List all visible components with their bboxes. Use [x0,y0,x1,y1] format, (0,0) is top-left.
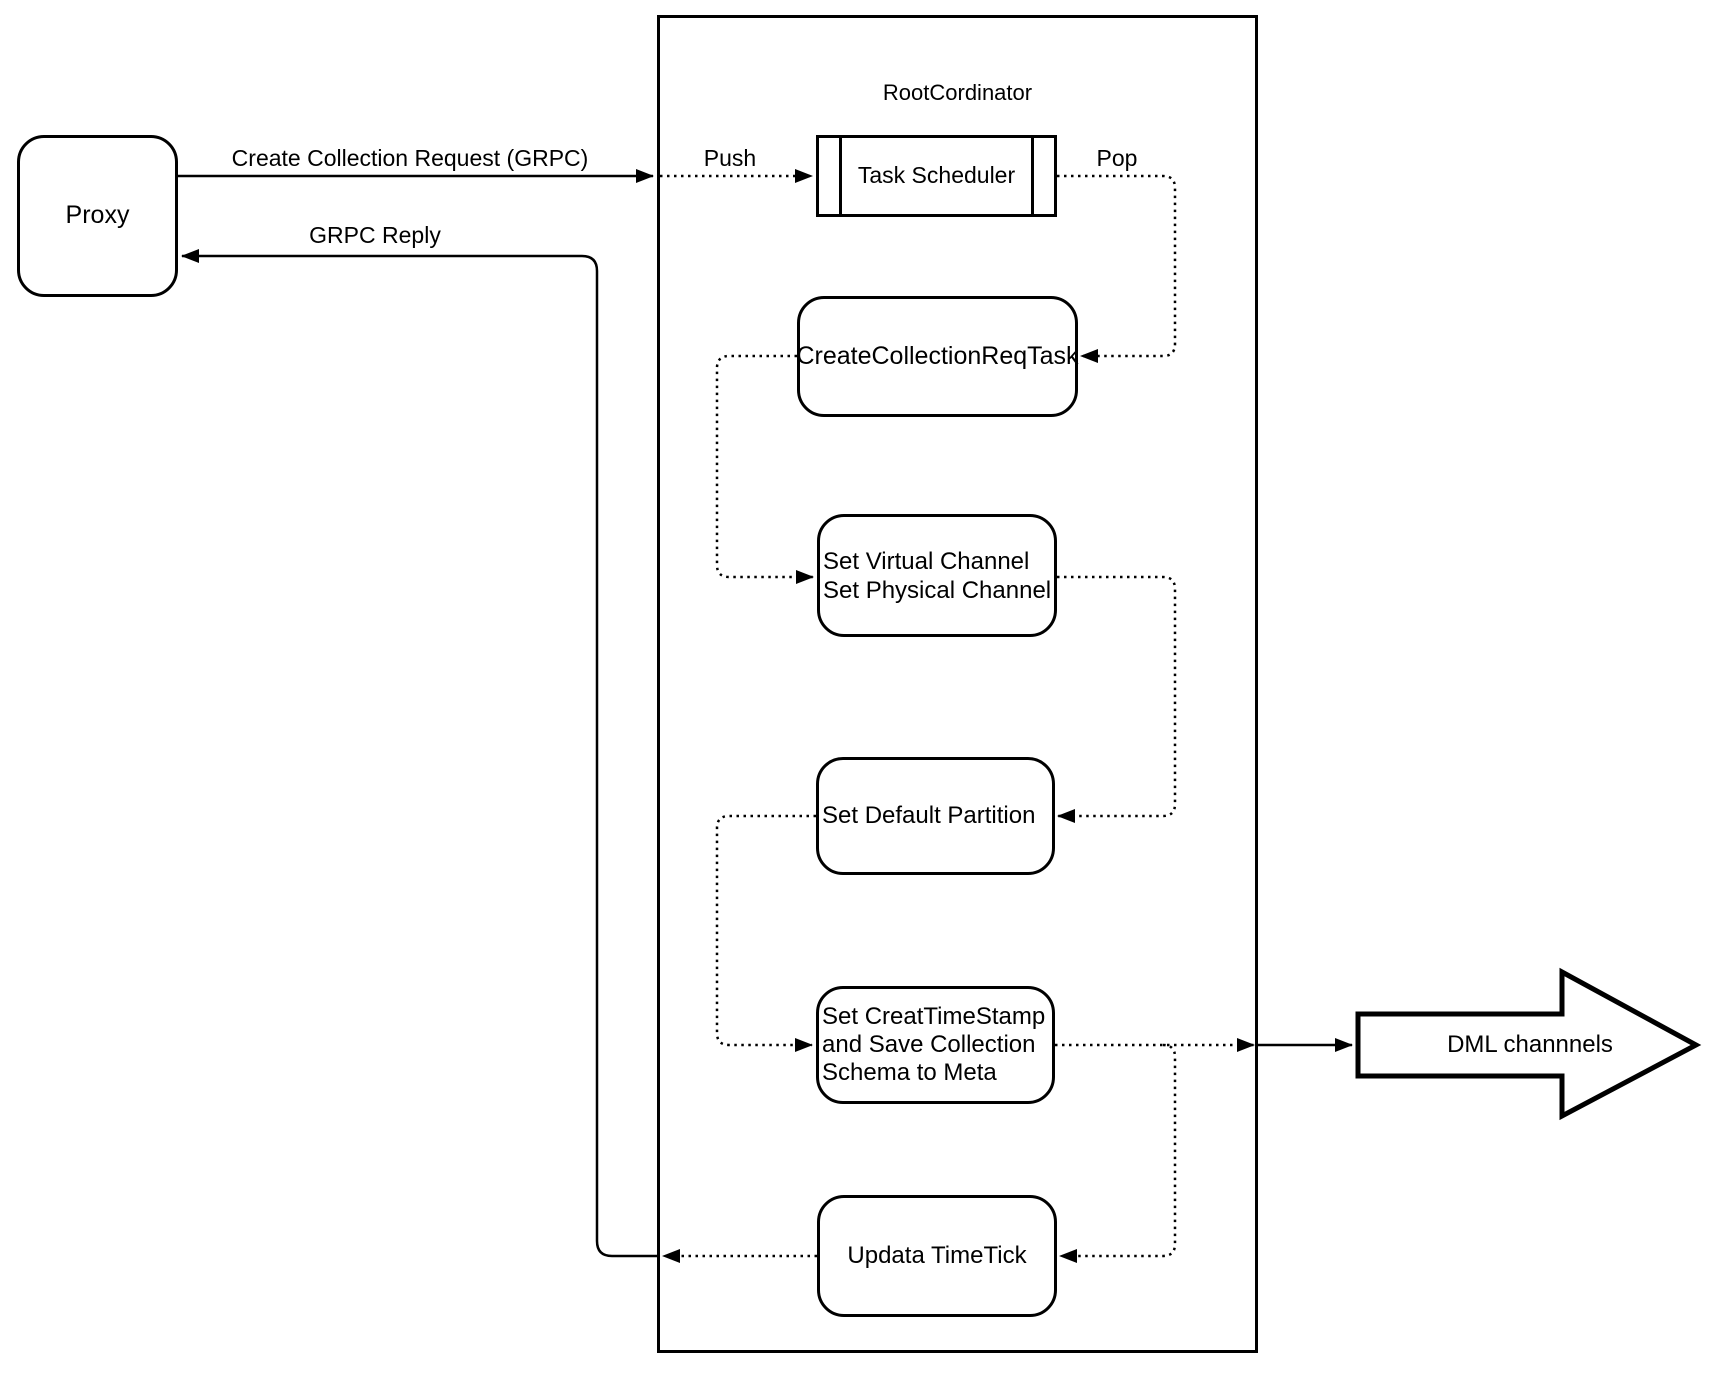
set-default-partition-label: Set Default Partition [822,801,1036,829]
create-collection-req-task-label: CreateCollectionReqTask [796,341,1079,370]
set-channels-line-1: Set Virtual Channel [823,547,1030,575]
node-set-default-partition: Set Default Partition [816,757,1055,875]
set-creat-timestamp-line-3: Schema to Meta [822,1059,997,1086]
node-set-channels: Set Virtual Channel Set Physical Channel [817,514,1057,637]
node-task-scheduler: Task Scheduler [816,135,1057,217]
node-create-collection-req-task: CreateCollectionReqTask [796,296,1079,417]
edge-label-push: Push [703,145,757,171]
edge-label-pop: Pop [1096,145,1138,171]
task-scheduler-label: Task Scheduler [857,162,1016,189]
node-proxy-label: Proxy [65,201,130,230]
node-set-creat-timestamp: Set CreatTimeStamp and Save Collection S… [816,986,1055,1104]
set-creat-timestamp-line-2: and Save Collection [822,1031,1036,1058]
updata-timetick-label: Updata TimeTick [847,1241,1027,1269]
set-channels-line-2: Set Physical Channel [823,576,1052,604]
node-updata-timetick: Updata TimeTick [817,1195,1057,1317]
edge-label-grpc-reply: GRPC Reply [309,222,441,248]
edge-grpc-reply [181,249,657,1258]
root-cordinator-title: RootCordinator [882,80,1033,105]
node-root-cordinator: RootCordinator [657,15,1258,1353]
task-scheduler-right-bar [1031,138,1034,214]
node-proxy: Proxy [17,135,178,297]
task-scheduler-left-bar [839,138,842,214]
dml-channels-label: DML channnels [1447,1031,1613,1058]
set-creat-timestamp-line-1: Set CreatTimeStamp [822,1003,1046,1030]
edge-label-create-collection-request: Create Collection Request (GRPC) [231,145,589,171]
